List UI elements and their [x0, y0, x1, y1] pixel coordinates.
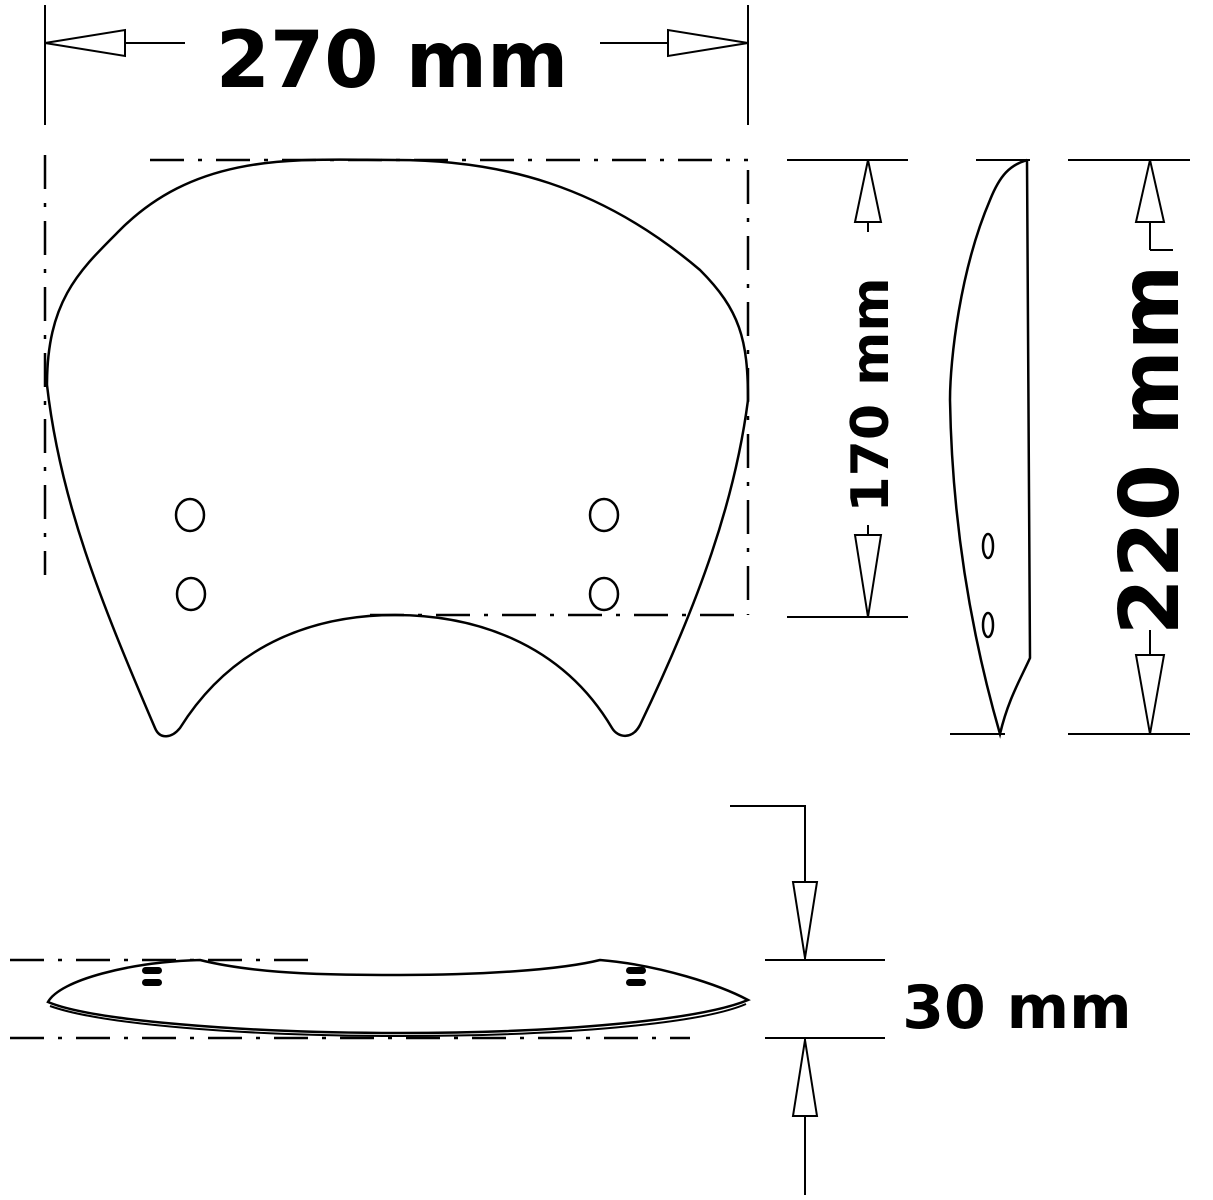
mounting-hole — [142, 979, 162, 986]
top-view — [10, 958, 751, 1040]
depth-label: 30 mm — [902, 973, 1131, 1043]
arrow-down-icon — [853, 534, 883, 618]
arrow-up-icon — [791, 1039, 819, 1117]
arrow-up-icon — [1134, 159, 1166, 223]
mounting-hole — [175, 576, 207, 612]
arrow-up-icon — [853, 159, 883, 223]
top-profile — [46, 958, 751, 1035]
total-height-dimension: 220 mm — [1068, 159, 1198, 735]
windscreen-outline — [45, 158, 750, 738]
side-view — [948, 158, 1032, 739]
width-dimension: 270 mm — [44, 5, 749, 125]
visible-height-dimension: 170 mm — [787, 159, 908, 618]
arrow-down-icon — [791, 881, 819, 959]
mounting-hole — [981, 611, 995, 639]
mounting-hole — [588, 497, 620, 533]
total-height-label: 220 mm — [1103, 265, 1198, 636]
mounting-hole — [981, 532, 995, 560]
visible-height-label: 170 mm — [841, 277, 901, 512]
mounting-hole — [626, 979, 646, 986]
side-profile — [948, 158, 1032, 739]
front-view — [43, 155, 750, 738]
mounting-hole — [174, 497, 206, 533]
mounting-hole — [626, 967, 646, 974]
mounting-hole — [588, 576, 620, 612]
mounting-hole — [142, 967, 162, 974]
arrow-right-icon — [667, 28, 749, 58]
width-label: 270 mm — [216, 16, 569, 106]
arrow-left-icon — [44, 28, 126, 58]
depth-dimension: 30 mm — [730, 805, 1132, 1195]
arrow-down-icon — [1134, 654, 1166, 735]
